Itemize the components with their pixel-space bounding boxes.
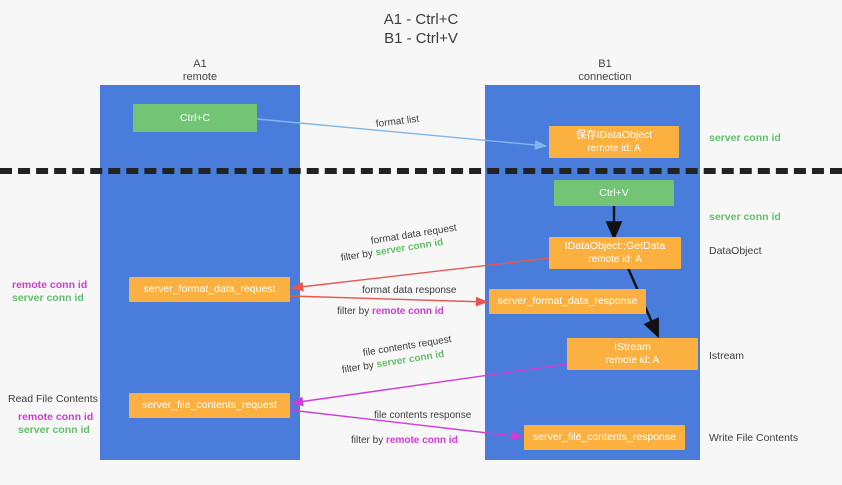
lane-b1-title: B1 (598, 58, 612, 70)
node-idataobject-getdata-sublabel: remote id: A (588, 254, 642, 265)
title-line-1: A1 - Ctrl+C (383, 11, 459, 28)
filter-value-remote-conn-id: remote conn id (372, 306, 444, 317)
edge-label-format-data-response-filter: filter by remote conn id (337, 306, 444, 317)
filter-prefix: filter by (351, 435, 387, 446)
node-save-idataobject-label: 保存IDataObject (575, 129, 653, 141)
node-ctrl-c[interactable]: Ctrl+C (133, 104, 257, 132)
title-line-2: B1 - Ctrl+V (384, 30, 458, 47)
edge-label-format-list: format list (375, 113, 420, 130)
lane-a1-header: A1 remote (140, 58, 260, 84)
node-istream-label: IStream (614, 341, 651, 353)
node-idataobject-getdata-label: IDataObject::GetData (564, 240, 666, 252)
page-title: A1 - Ctrl+C B1 - Ctrl+V (0, 10, 842, 48)
edge-label-format-data-response: format data response (362, 285, 457, 296)
lane-a1-title: A1 (193, 58, 207, 70)
right-label-write-file-contents: Write File Contents (709, 432, 799, 444)
node-server-format-data-response[interactable]: server_format_data_response (489, 289, 646, 314)
right-label-istream: Istream (709, 350, 745, 362)
node-idataobject-getdata[interactable]: IDataObject::GetData remote id: A (549, 237, 681, 269)
node-server-file-contents-request-label: server_file_contents_request (142, 399, 277, 411)
node-server-file-contents-request[interactable]: server_file_contents_request (129, 393, 290, 418)
node-ctrl-v-label: Ctrl+V (599, 186, 629, 199)
filter-prefix: filter by (340, 247, 377, 264)
node-save-idataobject-sublabel: remote id: A (587, 143, 641, 154)
left-label-remote-conn-id-1: remote conn id (12, 279, 88, 291)
node-server-format-data-request[interactable]: server_format_data_request (129, 277, 290, 302)
node-server-format-data-request-label: server_format_data_request (143, 283, 276, 295)
node-server-file-contents-response-label: server_file_contents_response (532, 431, 676, 443)
node-istream[interactable]: IStream remote id: A (567, 338, 698, 370)
node-ctrl-c-label: Ctrl+C (179, 111, 211, 124)
left-label-remote-conn-id-2: remote conn id (18, 411, 94, 423)
filter-value-remote-conn-id: remote conn id (386, 435, 458, 446)
clipboard-divider (0, 168, 842, 174)
edge-label-file-contents-response-filter: filter by remote conn id (351, 435, 458, 446)
edge-label-file-contents-response: file contents response (374, 410, 472, 421)
left-label-server-conn-id-1: server conn id (12, 292, 84, 304)
node-server-file-contents-response[interactable]: server_file_contents_response (524, 425, 685, 450)
right-label-server-conn-id-1: server conn id (709, 132, 781, 144)
lane-a1-subtitle: remote (182, 71, 218, 83)
right-label-dataobject: DataObject (709, 245, 762, 257)
node-server-format-data-response-label: server_format_data_response (497, 295, 638, 307)
right-label-server-conn-id-2: server conn id (709, 211, 781, 223)
lane-b1-header: B1 connection (540, 58, 670, 84)
node-ctrl-v[interactable]: Ctrl+V (554, 180, 674, 206)
node-save-idataobject[interactable]: 保存IDataObject remote id: A (549, 126, 679, 158)
left-label-read-file-contents: Read File Contents (8, 393, 98, 405)
node-istream-sublabel: remote id: A (605, 355, 660, 366)
left-label-server-conn-id-2: server conn id (18, 424, 90, 436)
lane-b1-subtitle: connection (578, 71, 632, 83)
filter-prefix: filter by (337, 306, 373, 317)
filter-prefix: filter by (341, 359, 378, 376)
